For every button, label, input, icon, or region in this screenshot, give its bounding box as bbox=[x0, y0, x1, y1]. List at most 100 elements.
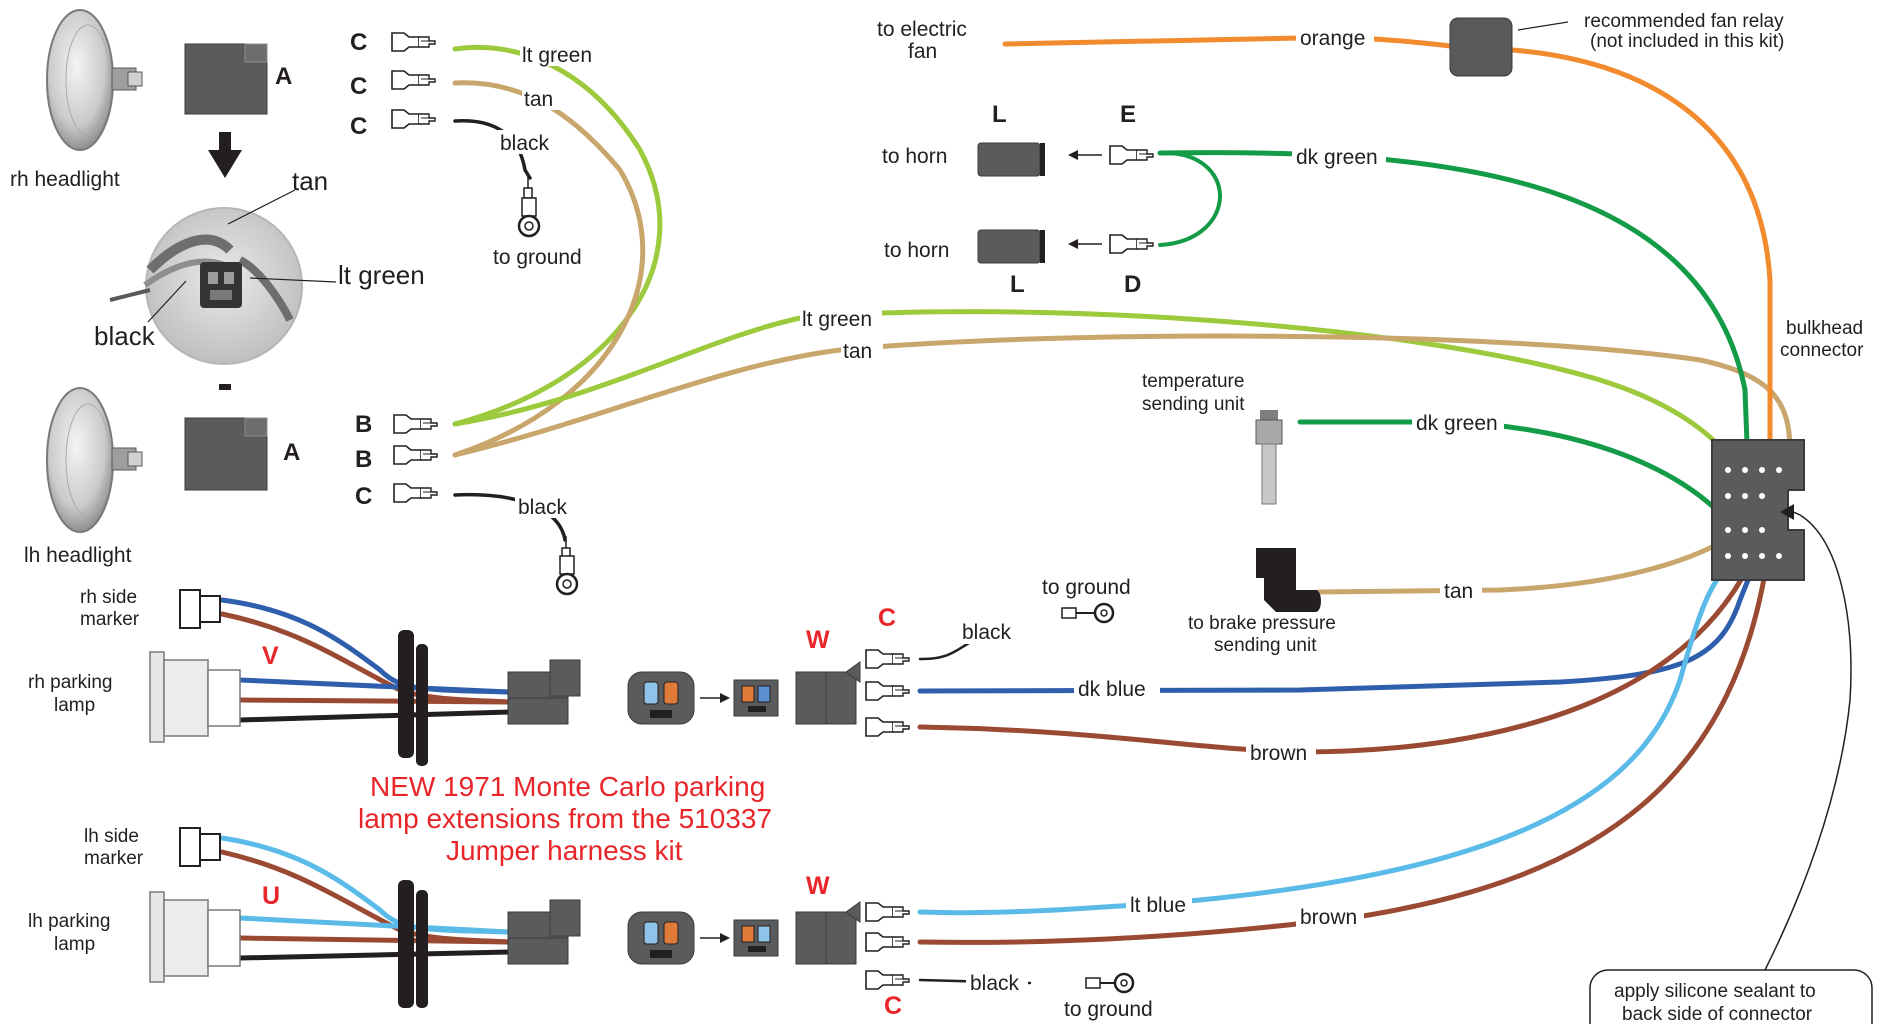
letter-b-1: B bbox=[355, 411, 372, 438]
connector-letter-a-top: A bbox=[275, 63, 292, 90]
arrow-down bbox=[208, 132, 242, 178]
horn-letter-l-bottom: L bbox=[1010, 271, 1025, 298]
main-lt-green-label: lt green bbox=[802, 308, 872, 331]
rh-side-marker-label-1: rh side bbox=[80, 587, 137, 608]
wire-orange-relay-bulkhead bbox=[1509, 47, 1773, 473]
relay-label-1: recommended fan relay bbox=[1584, 11, 1784, 32]
wire-orange bbox=[1002, 34, 1453, 49]
horn-letter-l-top: L bbox=[992, 101, 1007, 128]
rh-brown-label: brown bbox=[1250, 742, 1307, 765]
wire-lh-black-lamp bbox=[237, 949, 513, 961]
horn-connector-bottom bbox=[977, 229, 1041, 264]
upper-to-ground-label: to ground bbox=[493, 246, 582, 269]
sealant-leader bbox=[1764, 510, 1852, 971]
lh-parking-lamp-label-1: lh parking bbox=[28, 911, 110, 932]
wire-lt-green-main bbox=[452, 309, 1741, 473]
new-note-line-1: NEW 1971 Monte Carlo parking bbox=[370, 771, 765, 802]
lh-grommet bbox=[398, 880, 428, 1008]
sealant-note-line-2: back side of connector bbox=[1622, 1004, 1813, 1024]
brake-tan-label: tan bbox=[1444, 580, 1473, 603]
rh-black-label: black bbox=[962, 621, 1012, 644]
letter-c-2: C bbox=[350, 73, 367, 100]
rh-parking-lamp-label-2: lamp bbox=[54, 695, 95, 716]
bulkhead-connector bbox=[1711, 439, 1805, 581]
rh-letter-c: C bbox=[878, 604, 896, 632]
lh-to-ground-label: to ground bbox=[1064, 998, 1153, 1021]
brake-label-2: sending unit bbox=[1214, 635, 1317, 656]
sealant-note-box bbox=[1589, 969, 1873, 1024]
new-note-line-3: Jumper harness kit bbox=[446, 835, 683, 866]
wire-lh-lt-blue bbox=[917, 557, 1738, 916]
rh-connector-2 bbox=[627, 671, 695, 725]
rh-parking-lamp-label-1: rh parking bbox=[28, 672, 113, 693]
wire-rh-dk-blue bbox=[917, 567, 1755, 694]
ground-eyelet-mid bbox=[555, 536, 579, 596]
wire-rh-black-lamp bbox=[237, 709, 513, 723]
lh-headlight bbox=[46, 387, 143, 533]
wire-lh-brown-lamp bbox=[237, 935, 513, 945]
horn-connector-top bbox=[977, 142, 1041, 177]
detail-tan-label: tan bbox=[292, 166, 328, 196]
new-note-line-2: lamp extensions from the 510337 bbox=[358, 803, 772, 834]
detail-lt-green-label: lt green bbox=[338, 260, 425, 290]
rh-letter-w: W bbox=[806, 626, 830, 654]
rh-connector-4 bbox=[795, 661, 861, 725]
letter-c-3: C bbox=[350, 113, 367, 140]
main-tan-label: tan bbox=[843, 340, 872, 363]
lh-parking-lamp bbox=[149, 891, 241, 983]
to-electric-fan-label-2: fan bbox=[908, 40, 937, 63]
lh-terminals bbox=[865, 902, 910, 990]
headlight-connector-detail bbox=[104, 189, 344, 384]
detail-black-label: black bbox=[94, 321, 156, 351]
letter-b-2: B bbox=[355, 446, 372, 473]
to-electric-fan-label-1: to electric bbox=[877, 18, 967, 41]
rh-to-ground-label: to ground bbox=[1042, 576, 1131, 599]
lh-black-label: black bbox=[970, 972, 1020, 995]
rh-ground-eyelet bbox=[1061, 602, 1115, 624]
rh-side-marker bbox=[179, 589, 221, 629]
rh-headlight bbox=[46, 9, 143, 151]
wire-tan-main bbox=[452, 333, 1793, 458]
lh-side-marker bbox=[179, 827, 221, 867]
lh-letter-u: U bbox=[262, 882, 280, 910]
wire-tan-brake bbox=[1315, 527, 1743, 595]
orange-label: orange bbox=[1300, 27, 1365, 50]
temperature-label-2: sending unit bbox=[1142, 394, 1245, 415]
connector-letter-a-bottom: A bbox=[283, 439, 300, 466]
lh-brown-label: brown bbox=[1300, 906, 1357, 929]
rh-dk-blue-label: dk blue bbox=[1078, 678, 1146, 701]
brake-pressure-unit bbox=[1256, 548, 1321, 612]
letter-c-1: C bbox=[350, 29, 367, 56]
horn-dk-green-label: dk green bbox=[1296, 146, 1378, 169]
lh-connector-4 bbox=[795, 901, 861, 965]
rh-connector-3 bbox=[733, 679, 779, 717]
temp-dk-green-label: dk green bbox=[1416, 412, 1498, 435]
wire-lh-brown bbox=[917, 537, 1773, 945]
wire-rh-brown-lamp bbox=[237, 697, 513, 705]
ground-eyelet-top bbox=[517, 176, 541, 238]
lh-letter-w: W bbox=[806, 872, 830, 900]
lh-lt-blue-label: lt blue bbox=[1130, 894, 1186, 917]
lh-side-marker-label-1: lh side bbox=[84, 826, 139, 847]
lh-headlight-label: lh headlight bbox=[24, 544, 132, 567]
lh-parking-lamp-label-2: lamp bbox=[54, 934, 95, 955]
letter-c-4: C bbox=[355, 483, 372, 510]
wire-dk-green-horn bbox=[1157, 150, 1751, 473]
rh-parking-lamp bbox=[149, 651, 241, 743]
rh-letter-v: V bbox=[262, 642, 279, 670]
rh-terminals bbox=[865, 649, 910, 737]
wire-lh-blue-lamp bbox=[237, 915, 513, 935]
lh-letter-c: C bbox=[884, 992, 902, 1020]
rh-side-marker-label-2: marker bbox=[80, 609, 140, 630]
lh-connector-2 bbox=[627, 911, 695, 965]
lh-side-marker-label-2: marker bbox=[84, 848, 144, 869]
lh-connector-3 bbox=[733, 919, 779, 957]
temperature-label-1: temperature bbox=[1142, 371, 1244, 392]
horn-letter-e: E bbox=[1120, 101, 1136, 128]
to-horn-bottom-label: to horn bbox=[884, 239, 949, 262]
wire-dk-green-horn-loop bbox=[1158, 150, 1222, 247]
brake-label-1: to brake pressure bbox=[1188, 613, 1336, 634]
lh-connector-1 bbox=[507, 899, 581, 965]
upper-black-label: black bbox=[500, 132, 550, 155]
